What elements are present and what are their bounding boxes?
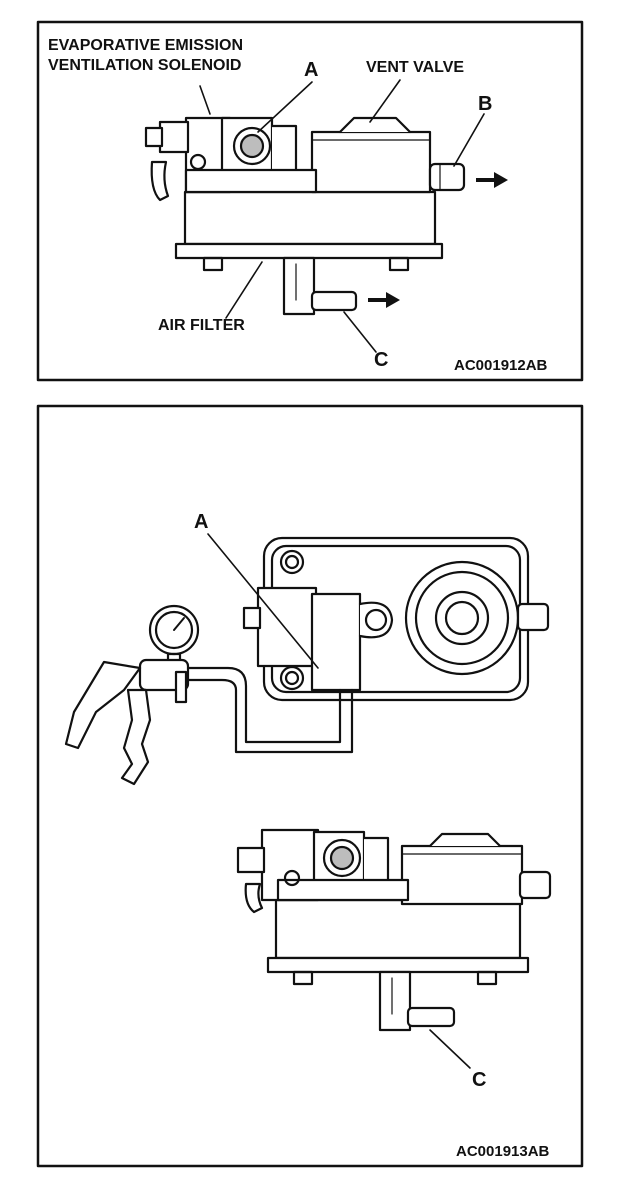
figure1-frame [36, 20, 584, 382]
callout-c-fig1: C [374, 349, 389, 371]
flow-arrow-b [476, 172, 508, 188]
callout-c-fig2: C [472, 1069, 487, 1091]
figure1-canister-assembly [144, 116, 466, 316]
figure2-side-view-canister [236, 828, 552, 1032]
hand-vacuum-pump [64, 604, 200, 786]
vacuum-hose [176, 666, 354, 754]
callout-b-fig1: B [478, 93, 493, 115]
figure1-code: AC001912AB [454, 357, 548, 374]
callout-a-fig1: A [304, 59, 319, 81]
figure2-code: AC001913AB [456, 1143, 550, 1160]
label-solenoid-line1: EVAPORATIVE EMISSION [48, 37, 243, 54]
flow-arrow-c [368, 292, 400, 308]
label-vent-valve: VENT VALVE [366, 59, 465, 76]
callout-a-fig2: A [194, 511, 209, 533]
label-air-filter: AIR FILTER [158, 317, 245, 334]
figure2-frame [36, 404, 584, 1168]
label-solenoid-line2: VENTILATION SOLENOID [48, 57, 242, 74]
figure2-top-view-canister [242, 536, 550, 702]
